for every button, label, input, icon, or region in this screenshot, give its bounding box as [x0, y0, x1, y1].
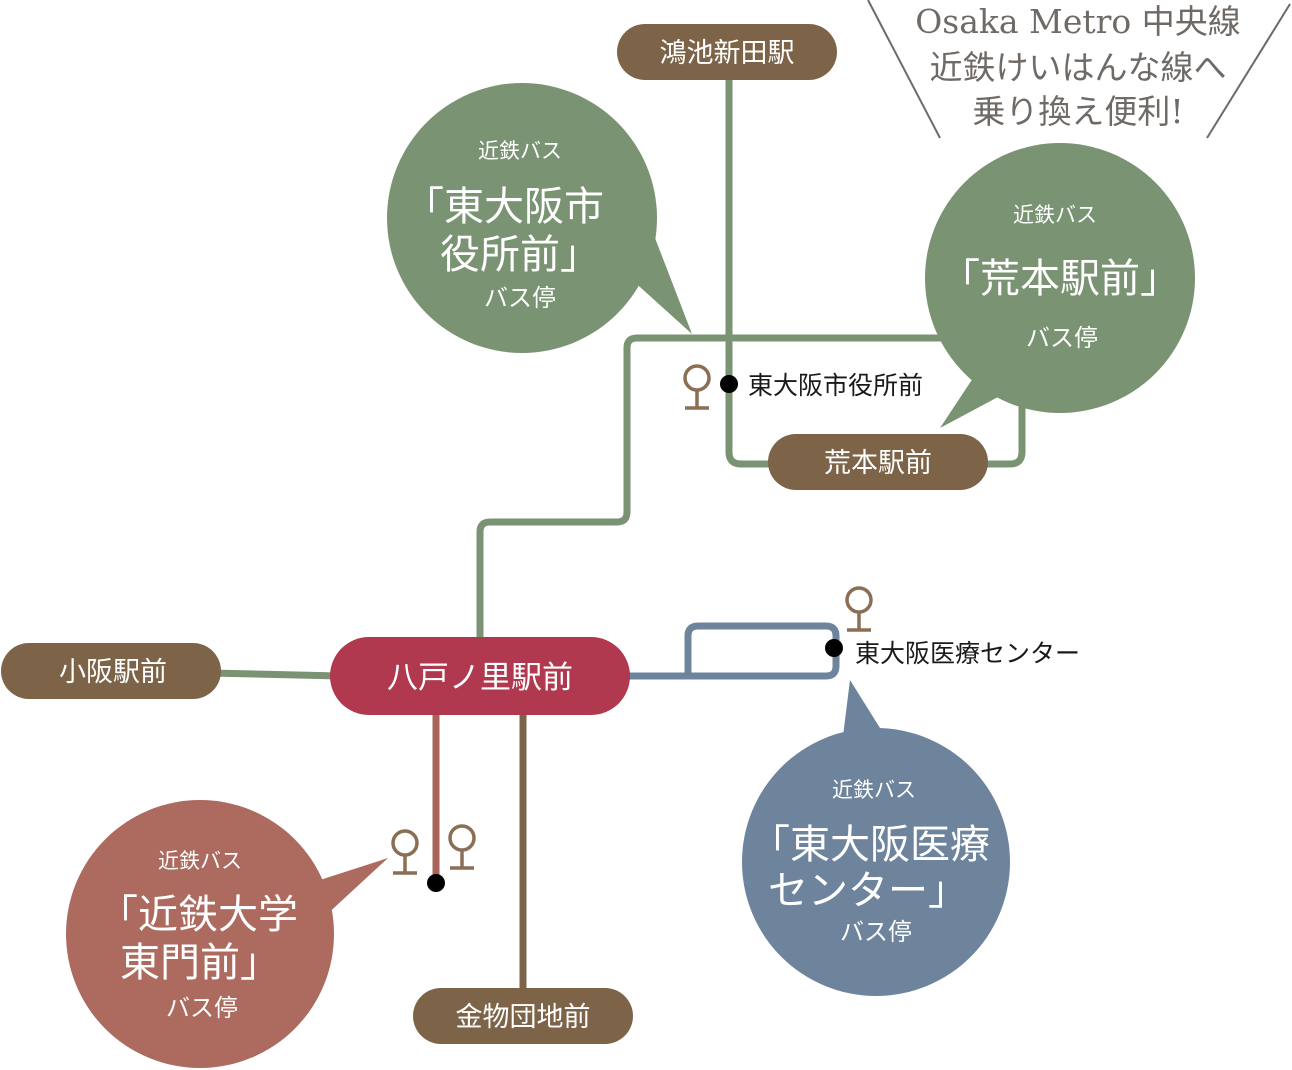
station-kanamono: 金物団地前 — [413, 988, 633, 1044]
note-line-1: Osaka Metro 中央線 — [915, 2, 1241, 41]
note-line-2: 近鉄けいはんな線へ — [930, 48, 1227, 87]
bubble-iryo-name-1: 「東大阪医療 — [750, 822, 990, 868]
station-konoike-label: 鴻池新田駅 — [660, 38, 795, 69]
stop-dot-icon — [825, 639, 843, 657]
bubble-kintai-suffix: バス停 — [166, 994, 238, 1022]
bubble-shiyakusho-name-1: 「東大阪市 — [404, 184, 604, 230]
green-line-north — [476, 334, 1004, 646]
station-aramoto-label: 荒本駅前 — [824, 448, 932, 479]
bus-stop-signs — [391, 364, 873, 875]
bus-stop-sign-icon — [391, 829, 419, 875]
bus-stop-sign-icon — [683, 364, 711, 410]
bubble-kintai-name-2: 東門前」 — [120, 940, 280, 986]
bubble-iryo-name-2: センター」 — [768, 868, 968, 914]
bubble-shiyakusho-name-2: 役所前」 — [440, 232, 600, 278]
green-line-kosaka — [206, 669, 344, 680]
stop-label-shiyakusho: 東大阪市役所前 — [748, 371, 923, 400]
station-kosaka-label: 小阪駅前 — [59, 657, 167, 688]
bubble-iryo-operator: 近鉄バス — [832, 778, 916, 802]
note-bracket-left — [867, 0, 941, 139]
bubble-aramoto-suffix: バス停 — [1026, 324, 1098, 352]
bubble-shiyakusho-circle — [387, 83, 657, 353]
bubble-shiyakusho: 近鉄バス 「東大阪市 役所前」 バス停 — [387, 83, 692, 353]
station-yaenosato: 八戸ノ里駅前 — [330, 637, 630, 715]
station-aramoto: 荒本駅前 — [768, 434, 988, 490]
bubble-aramoto-name: 「荒本駅前」 — [940, 256, 1180, 302]
bubble-kintai: 近鉄バス 「近鉄大学 東門前」 バス停 — [66, 800, 388, 1068]
bubble-kintai-operator: 近鉄バス — [158, 849, 242, 873]
note-bracket-right — [1206, 3, 1291, 139]
bubble-aramoto-circle — [925, 143, 1195, 413]
station-konoike: 鴻池新田駅 — [617, 24, 837, 80]
station-yaenosato-label: 八戸ノ里駅前 — [387, 660, 573, 696]
stop-label-iryo: 東大阪医療センター — [855, 639, 1080, 668]
bubble-aramoto-operator: 近鉄バス — [1013, 203, 1097, 227]
transfer-note: Osaka Metro 中央線 近鉄けいはんな線へ 乗り換え便利! — [867, 0, 1291, 139]
blue-line-iryo — [620, 622, 840, 680]
note-line-3: 乗り換え便利! — [972, 92, 1183, 131]
stop-markers: 東大阪市役所前 東大阪医療センター — [427, 371, 1080, 892]
station-pills: 鴻池新田駅 荒本駅前 小阪駅前 八戸ノ里駅前 金物団地前 — [1, 24, 988, 1044]
bus-stop-sign-icon — [448, 824, 476, 870]
bus-stop-sign-icon — [845, 586, 873, 632]
bubble-iryo-suffix: バス停 — [840, 918, 912, 946]
bubble-iryo-circle — [742, 728, 1010, 996]
station-kosaka: 小阪駅前 — [1, 643, 221, 699]
bubble-kintai-name-1: 「近鉄大学 — [98, 892, 298, 938]
bubble-shiyakusho-suffix: バス停 — [484, 284, 556, 312]
bubble-shiyakusho-operator: 近鉄バス — [478, 139, 562, 163]
stop-dot-icon — [720, 375, 738, 393]
bubble-kintai-circle — [66, 800, 334, 1068]
bubble-aramoto: 近鉄バス 「荒本駅前」 バス停 — [925, 143, 1195, 428]
station-kanamono-label: 金物団地前 — [456, 1002, 591, 1033]
stop-dot-icon — [427, 874, 445, 892]
route-lines — [206, 76, 1026, 999]
bubble-iryo: 近鉄バス 「東大阪医療 センター」 バス停 — [742, 680, 1010, 996]
